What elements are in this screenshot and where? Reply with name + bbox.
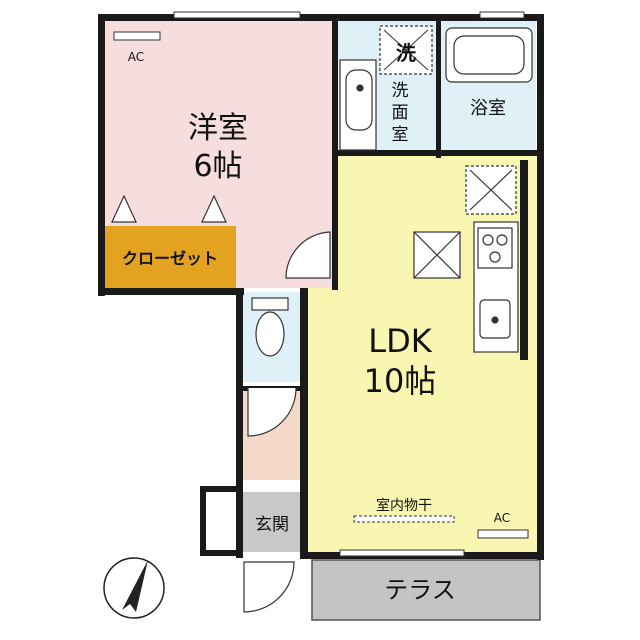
- ldk-size: 10帖: [364, 362, 437, 400]
- bathtub-icon: [445, 27, 533, 83]
- genkan-label: 玄関: [255, 515, 289, 535]
- ldk-area: [336, 155, 538, 555]
- svg-text:洗: 洗: [396, 41, 416, 65]
- washroom-label-1: 洗: [392, 81, 409, 101]
- refrigerator-space-icon: [465, 165, 517, 215]
- western-room-name: 洋室: [188, 111, 248, 146]
- ac-label-2: AC: [494, 511, 510, 525]
- terrace-area: [311, 559, 541, 621]
- entrance-door[interactable]: [243, 561, 295, 613]
- western-room-size: 6帖: [193, 149, 242, 184]
- closet-area[interactable]: [104, 226, 236, 288]
- stove-icon: [477, 227, 513, 269]
- ldk-name: LDK: [368, 322, 432, 360]
- washer-icon: 洗: [379, 25, 433, 75]
- bathroom-label: 浴室: [470, 98, 506, 119]
- ac-unit-2: [477, 529, 529, 539]
- ventilation-icon: [413, 231, 461, 279]
- terrace-label: テラス: [384, 576, 456, 604]
- indoor-drying-label: 室内物干: [376, 497, 432, 514]
- washroom-label-2: 面: [392, 103, 409, 123]
- closet-label: クローゼット: [122, 249, 218, 268]
- ac-unit-1: [113, 31, 161, 41]
- ac-label-1: AC: [128, 50, 144, 64]
- washbasin-icon: [339, 59, 377, 151]
- windows: [173, 11, 525, 557]
- genkan-area: [240, 492, 302, 552]
- ldk-area-lower: [305, 288, 345, 556]
- closet-hanger-icon: [111, 194, 227, 223]
- washroom-label-3: 室: [392, 125, 409, 145]
- indoor-drying-rail: [353, 515, 455, 523]
- kitchen-sink-icon: [479, 299, 511, 339]
- toilet-door[interactable]: [247, 387, 297, 437]
- western-room-door[interactable]: [285, 231, 331, 279]
- toilet-icon: [251, 297, 289, 357]
- north-arrow-icon: [103, 557, 165, 619]
